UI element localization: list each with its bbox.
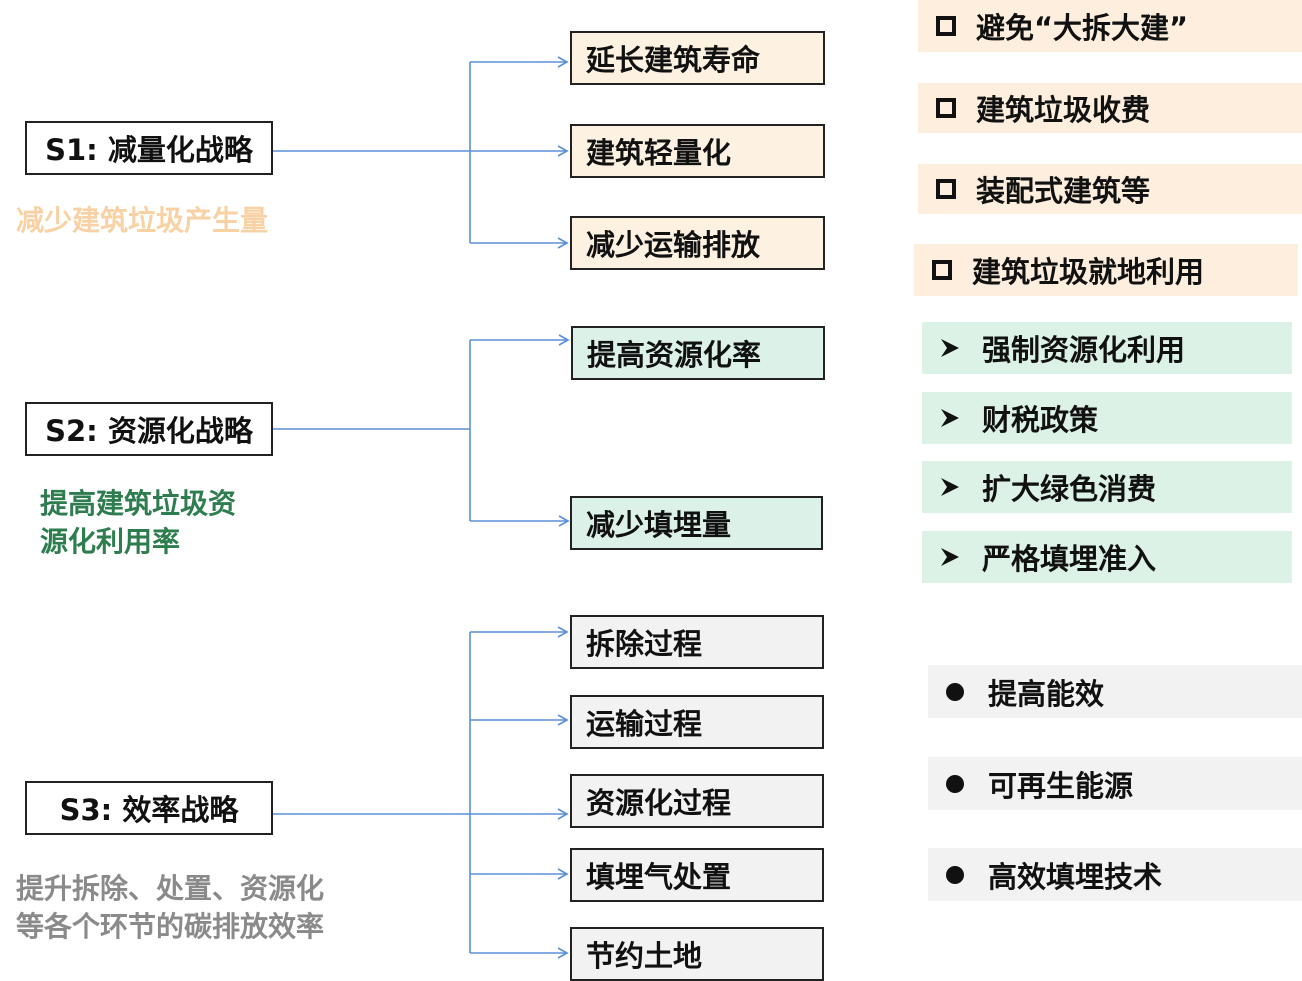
policy-tag: 扩大绿色消费 bbox=[922, 461, 1292, 513]
measure-box: 减少运输排放 bbox=[570, 216, 825, 270]
filled-dot-icon bbox=[946, 865, 964, 884]
arrowhead-icon bbox=[941, 409, 959, 427]
caption-line: 提升拆除、处置、资源化 bbox=[16, 872, 325, 905]
strategy-s1-label: S1: 减量化战略 bbox=[45, 133, 253, 167]
policy-tag: 提高能效 bbox=[928, 665, 1302, 718]
measure-box: 拆除过程 bbox=[570, 615, 824, 669]
policy-label: 装配式建筑等 bbox=[976, 174, 1151, 208]
measure-box: 延长建筑寿命 bbox=[570, 31, 825, 85]
measure-box: 提高资源化率 bbox=[571, 326, 825, 380]
caption-line: 减少建筑垃圾产生量 bbox=[16, 204, 269, 237]
strategy-s3-label: S3: 效率战略 bbox=[59, 793, 239, 827]
arrowhead-icon bbox=[941, 548, 959, 566]
strategy-s2-caption: 提高建筑垃圾资 源化利用率 bbox=[40, 485, 236, 561]
filled-dot-icon bbox=[946, 682, 964, 701]
hollow-square-icon bbox=[932, 260, 952, 280]
measure-label: 运输过程 bbox=[586, 707, 703, 741]
strategy-s3-caption: 提升拆除、处置、资源化 等各个环节的碳排放效率 bbox=[16, 870, 324, 946]
measure-box: 减少填埋量 bbox=[570, 496, 823, 550]
measure-label: 建筑轻量化 bbox=[586, 136, 732, 170]
caption-line: 提高建筑垃圾资 bbox=[40, 487, 237, 520]
policy-label: 财税政策 bbox=[982, 403, 1099, 437]
measure-label: 节约土地 bbox=[586, 939, 703, 973]
policy-label: 提高能效 bbox=[988, 676, 1105, 711]
measure-label: 减少填埋量 bbox=[586, 508, 732, 542]
policy-label: 建筑垃圾就地利用 bbox=[972, 255, 1205, 289]
measure-label: 填埋气处置 bbox=[586, 860, 732, 894]
measure-box: 运输过程 bbox=[570, 695, 824, 749]
policy-tag: 建筑垃圾收费 bbox=[918, 83, 1302, 133]
strategy-s3-box: S3: 效率战略 bbox=[25, 781, 273, 835]
measure-label: 提高资源化率 bbox=[587, 338, 762, 372]
strategy-s2-box: S2: 资源化战略 bbox=[25, 402, 273, 456]
policy-label: 避免“大拆大建” bbox=[976, 11, 1189, 45]
policy-tag: 装配式建筑等 bbox=[918, 164, 1302, 214]
measure-box: 节约土地 bbox=[570, 927, 824, 981]
policy-label: 可再生能源 bbox=[988, 768, 1134, 803]
caption-line: 等各个环节的碳排放效率 bbox=[16, 910, 325, 943]
policy-label: 严格填埋准入 bbox=[982, 542, 1157, 576]
strategy-s1-caption: 减少建筑垃圾产生量 bbox=[16, 202, 268, 240]
policy-label: 强制资源化利用 bbox=[982, 333, 1186, 367]
measure-box: 建筑轻量化 bbox=[570, 124, 825, 178]
hollow-square-icon bbox=[936, 179, 956, 199]
measure-label: 减少运输排放 bbox=[586, 228, 761, 262]
policy-label: 高效填埋技术 bbox=[988, 859, 1163, 894]
policy-tag: 避免“大拆大建” bbox=[918, 0, 1302, 52]
hollow-square-icon bbox=[936, 16, 956, 36]
policy-tag: 建筑垃圾就地利用 bbox=[914, 244, 1298, 296]
measure-label: 延长建筑寿命 bbox=[586, 43, 761, 77]
caption-line: 源化利用率 bbox=[40, 525, 181, 558]
strategy-s1-box: S1: 减量化战略 bbox=[25, 121, 273, 175]
measure-box: 填埋气处置 bbox=[570, 848, 824, 902]
policy-tag: 严格填埋准入 bbox=[922, 531, 1292, 583]
policy-tag: 可再生能源 bbox=[928, 757, 1302, 810]
strategy-s2-label: S2: 资源化战略 bbox=[45, 414, 253, 448]
filled-dot-icon bbox=[946, 774, 964, 793]
measure-label: 拆除过程 bbox=[586, 627, 703, 661]
hollow-square-icon bbox=[936, 98, 956, 118]
policy-tag: 强制资源化利用 bbox=[922, 322, 1292, 374]
policy-tag: 财税政策 bbox=[922, 392, 1292, 444]
policy-label: 扩大绿色消费 bbox=[982, 472, 1157, 506]
measure-label: 资源化过程 bbox=[586, 786, 732, 820]
policy-label: 建筑垃圾收费 bbox=[976, 93, 1151, 127]
policy-tag: 高效填埋技术 bbox=[928, 848, 1302, 901]
arrowhead-icon bbox=[941, 478, 959, 496]
measure-box: 资源化过程 bbox=[570, 774, 824, 828]
arrowhead-icon bbox=[941, 339, 959, 357]
